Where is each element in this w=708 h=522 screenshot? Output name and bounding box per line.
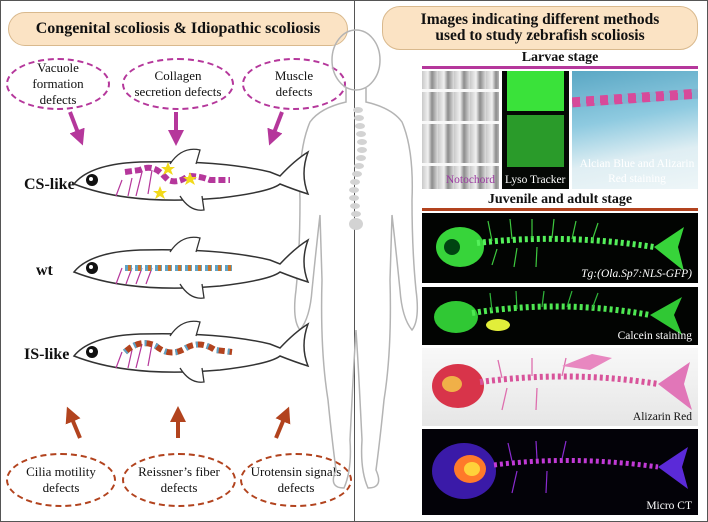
lysotracker-caption: Lyso Tracker (505, 174, 566, 186)
cs-like-label: CS-like (24, 176, 75, 193)
microct-caption: Micro CT (646, 500, 692, 512)
right-title: Images indicating different methods used… (382, 6, 698, 50)
larvae-rule (422, 66, 698, 69)
bottom-arrows (65, 406, 291, 439)
notochord-image: Notochord (422, 71, 499, 189)
left-title: Congenital scoliosis & Idiopathic scolio… (8, 12, 348, 46)
wt-fish (72, 236, 310, 299)
adult-rule (422, 208, 698, 211)
wt-label: wt (36, 262, 53, 279)
cs-fish (72, 148, 310, 211)
calcein-caption: Calcein staining (617, 330, 692, 342)
microct-image: Micro CT (422, 429, 698, 515)
sp7-gfp-caption: Tg:(Ola.Sp7:NLS-GFP) (581, 268, 692, 280)
alizarin-caption: Alizarin Red (632, 411, 692, 423)
vacuole-defect-oval: Vacuole formation defects (6, 58, 110, 110)
adult-heading: Juvenile and adult stage (487, 192, 633, 207)
sp7-gfp-image: Tg:(Ola.Sp7:NLS-GFP) (422, 213, 698, 283)
alcian-caption: Alcian Blue and Alizarin Red staining (579, 158, 695, 185)
top-arrows (68, 111, 284, 146)
cilia-defect-oval: Cilia motility defects (6, 453, 116, 507)
calcein-image: Calcein staining (422, 287, 698, 345)
muscle-defect-oval: Muscle defects (242, 58, 346, 110)
is-fish (72, 320, 310, 383)
lysotracker-image: Lyso Tracker (502, 71, 569, 189)
urotensin-defect-oval: Urotensin signals defects (240, 453, 352, 507)
is-like-label: IS-like (24, 346, 70, 363)
alizarin-image: Alizarin Red (422, 348, 698, 426)
notochord-caption: Notochord (445, 174, 495, 186)
reissner-defect-oval: Reissner’s fiber defects (122, 453, 236, 507)
alcian-image: Alcian Blue and Alizarin Red staining (572, 71, 698, 189)
larvae-heading: Larvae stage (521, 50, 599, 65)
spine (349, 107, 367, 230)
panel-divider (354, 0, 355, 522)
human-silhouette (293, 29, 419, 489)
collagen-defect-oval: Collagen secretion defects (122, 58, 234, 110)
